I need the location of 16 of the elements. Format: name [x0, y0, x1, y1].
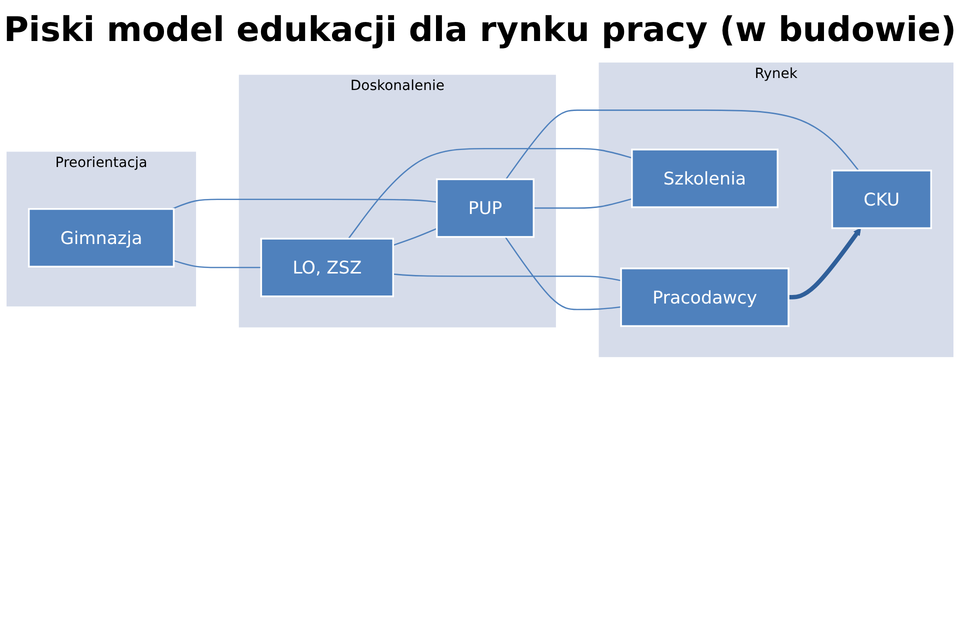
- node-box: PUP: [436, 178, 535, 238]
- connector: [348, 148, 632, 240]
- node-box: Gimnazja: [28, 208, 175, 268]
- connector: [534, 198, 632, 209]
- node-box: Szkolenia: [631, 148, 778, 208]
- node-box: LO, ZSZ: [260, 238, 394, 298]
- node-box: CKU: [831, 170, 932, 230]
- connector: [392, 228, 438, 246]
- diagram-title: Piski model edukacji dla rynku pracy (w budowie): [2, 10, 958, 50]
- connector: [393, 273, 622, 282]
- connector: [172, 198, 437, 210]
- node-box: Pracodawcy: [620, 268, 790, 327]
- connector: [505, 110, 860, 180]
- arrow: [788, 228, 861, 300]
- connector: [174, 260, 262, 268]
- connector: [504, 236, 622, 310]
